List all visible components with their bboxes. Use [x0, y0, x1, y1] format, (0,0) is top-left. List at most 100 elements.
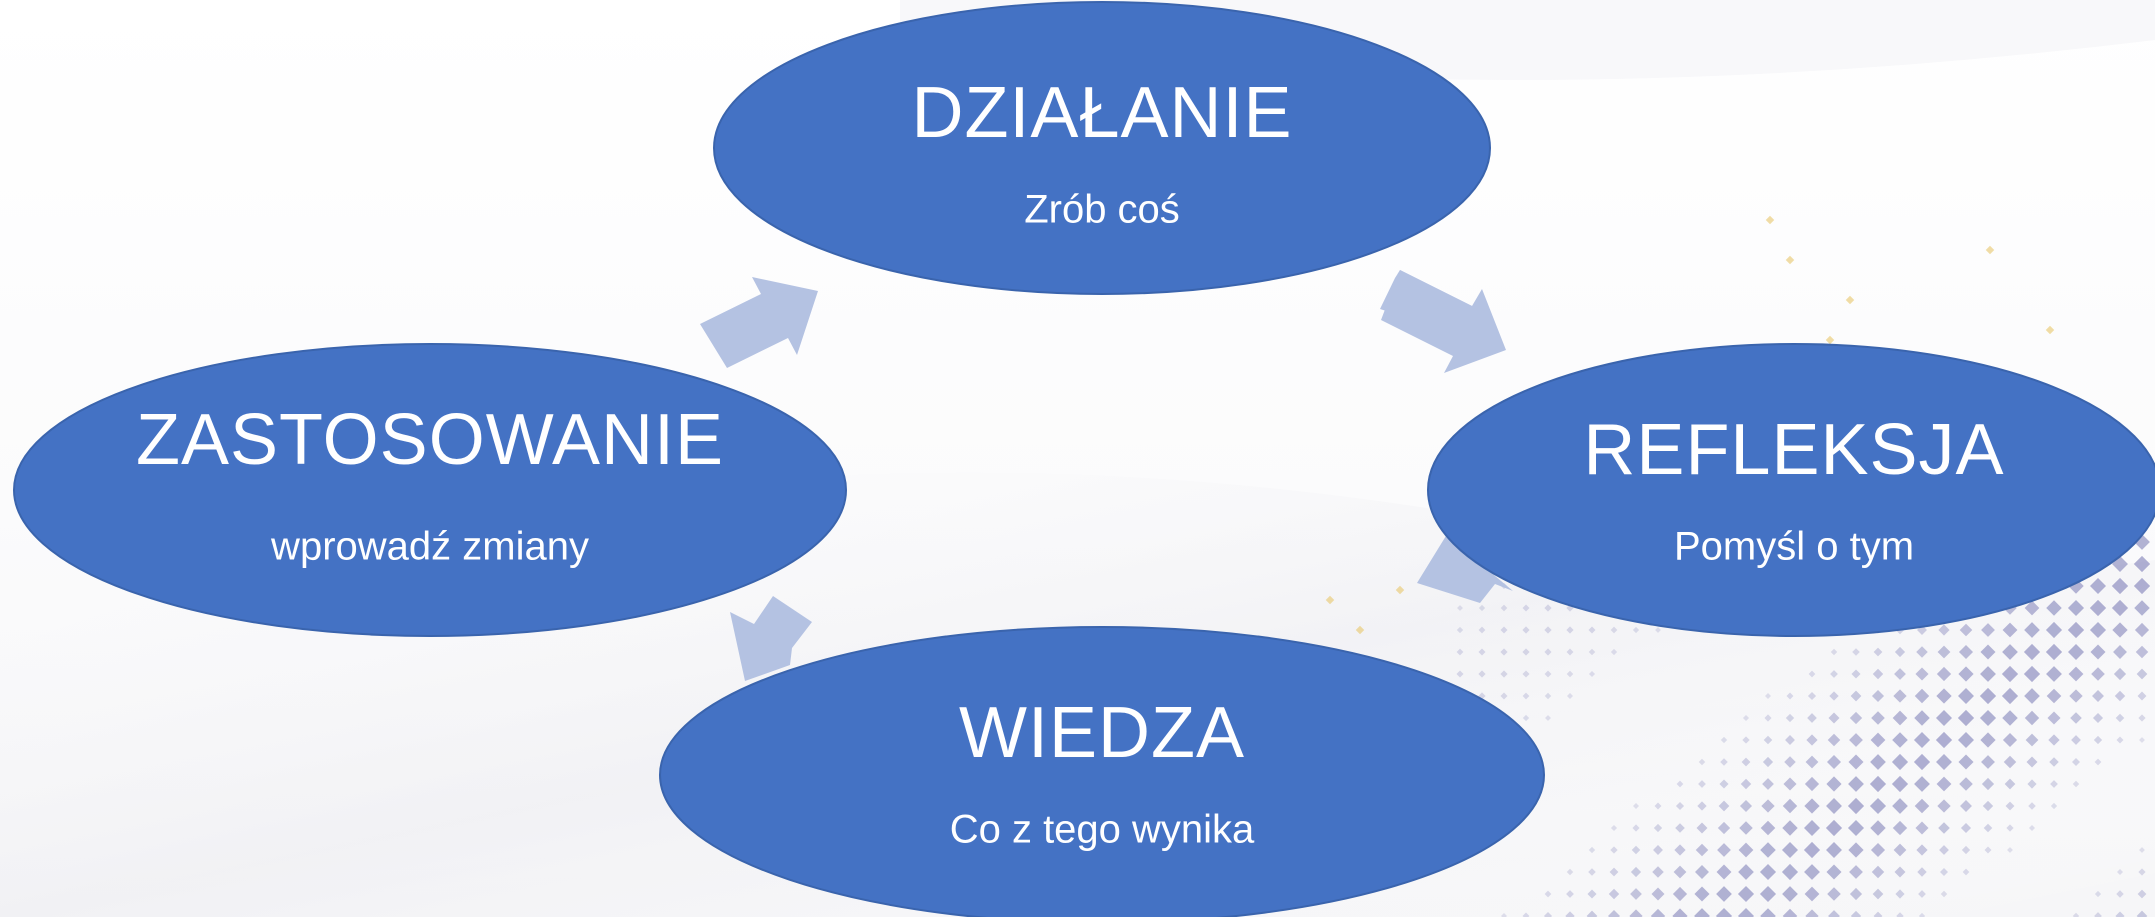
node-subtitle-zastosowanie: wprowadź zmiany	[271, 524, 589, 569]
decorative-dot	[1918, 912, 1926, 917]
decorative-dot	[1851, 669, 1861, 679]
decorative-dot	[1478, 604, 1486, 612]
decorative-dot	[1982, 800, 1994, 812]
decorative-dot	[1892, 798, 1908, 814]
decorative-dot	[2134, 622, 2150, 638]
decorative-dot	[1937, 645, 1951, 659]
decorative-dot	[1938, 624, 1950, 636]
decorative-dot	[1914, 710, 1930, 726]
decorative-dot	[1892, 710, 1908, 726]
decorative-dot	[1914, 688, 1930, 704]
decorative-dot	[1630, 866, 1642, 878]
arrow-wiedza-to-zastosowanie	[730, 596, 812, 681]
decorative-dot	[1782, 908, 1798, 917]
decorative-dot	[1913, 753, 1931, 771]
decorative-dot	[2028, 802, 2036, 810]
decorative-dot	[2089, 577, 2107, 595]
decorative-dot	[1850, 690, 1862, 702]
decorative-dot	[1852, 648, 1860, 656]
decorative-dot	[1522, 692, 1530, 700]
decorative-dot	[1719, 779, 1729, 789]
decorative-dot	[2002, 622, 2018, 638]
decorative-sparkle	[1395, 585, 1405, 595]
decorative-dot	[1805, 755, 1819, 769]
decorative-dot	[1765, 693, 1771, 699]
decorative-dot	[1783, 777, 1797, 791]
decorative-dot	[1781, 841, 1799, 859]
decorative-dot	[1501, 913, 1507, 917]
decorative-dot	[1983, 823, 1993, 833]
decorative-dot	[1478, 626, 1486, 634]
decorative-dot	[1829, 691, 1839, 701]
decorative-dot	[1588, 868, 1596, 876]
decorative-dot	[1741, 757, 1751, 767]
decorative-dot	[1960, 800, 1972, 812]
decorative-dot	[1630, 888, 1642, 900]
decorative-dot	[1632, 626, 1640, 634]
decorative-dot	[1871, 865, 1885, 879]
decorative-dot	[2111, 599, 2129, 617]
decorative-dot	[2007, 847, 2013, 853]
decorative-dot	[1566, 670, 1574, 678]
node-subtitle-dzialanie: Zrób coś	[1024, 187, 1180, 232]
decorative-dot	[1808, 670, 1816, 678]
node-zastosowanie	[13, 343, 847, 637]
decorative-dot	[1980, 732, 1996, 748]
decorative-dot	[2024, 622, 2040, 638]
decorative-dot	[2071, 757, 2081, 767]
node-title-wiedza: WIEDZA	[959, 693, 1245, 773]
decorative-dot	[1979, 687, 1997, 705]
decorative-dot	[1830, 648, 1838, 656]
decorative-dot	[1914, 776, 1930, 792]
decorative-dot	[1720, 758, 1728, 766]
decorative-dot	[1740, 778, 1752, 790]
node-subtitle-refleksja: Pomyśl o tym	[1673, 524, 1915, 569]
decorative-dot	[1716, 864, 1732, 880]
decorative-dot	[1762, 756, 1774, 768]
decorative-dot	[2136, 668, 2148, 680]
decorative-dot	[1609, 867, 1619, 877]
decorative-dot	[1870, 732, 1886, 748]
decorative-dot	[1849, 711, 1863, 725]
decorative-dot	[1957, 709, 1975, 727]
decorative-dot	[1694, 908, 1710, 917]
decorative-dot	[1543, 911, 1553, 917]
node-subtitle-wiedza: Co z tego wynika	[949, 807, 1255, 852]
decorative-dot	[1958, 644, 1974, 660]
decorative-dot	[1629, 909, 1643, 917]
decorative-dot	[2135, 645, 2149, 659]
decorative-dot	[1566, 626, 1574, 634]
decorative-dot	[1785, 735, 1795, 745]
decorative-dot	[1588, 626, 1596, 634]
decorative-dot	[1980, 666, 1996, 682]
decorative-dot	[1522, 714, 1530, 722]
decorative-dot	[1870, 820, 1886, 836]
decorative-dot	[2048, 734, 2060, 746]
decorative-dot	[1782, 798, 1798, 814]
decorative-dot	[1826, 798, 1842, 814]
decorative-dot	[1786, 692, 1794, 700]
decorative-dot	[1522, 626, 1530, 634]
decorative-dot	[1695, 865, 1709, 879]
decorative-dot	[2114, 690, 2126, 702]
decorative-dot	[1720, 736, 1728, 744]
decorative-dot	[2115, 911, 2125, 917]
decorative-dot	[2139, 737, 2145, 743]
decorative-dot	[1784, 756, 1796, 768]
decorative-dot	[1739, 821, 1753, 835]
decorative-dot	[1828, 910, 1840, 917]
decorative-dot	[1653, 823, 1663, 833]
decorative-dot	[1500, 626, 1508, 634]
decorative-dot	[1738, 842, 1754, 858]
decorative-dot	[1716, 886, 1732, 902]
decorative-dot	[2133, 555, 2151, 573]
decorative-dot	[2089, 599, 2107, 617]
decorative-dot	[2137, 691, 2147, 701]
decorative-dot	[1737, 907, 1755, 917]
decorative-dot	[1849, 733, 1863, 747]
decorative-dot	[1781, 863, 1799, 881]
decorative-dot	[1895, 889, 1905, 899]
decorative-dot	[1785, 713, 1795, 723]
decorative-dot	[1759, 885, 1777, 903]
decorative-dot	[1654, 802, 1662, 810]
